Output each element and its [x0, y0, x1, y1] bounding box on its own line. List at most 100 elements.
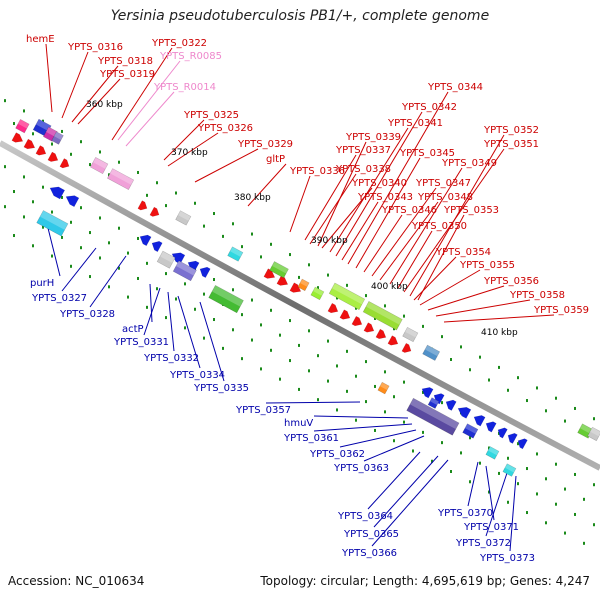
guide-dot	[593, 523, 595, 527]
cds-block	[406, 397, 460, 436]
cds-block	[172, 260, 197, 282]
guide-dot	[146, 193, 148, 197]
guide-dot	[251, 338, 253, 342]
forward-gene-arrow	[23, 138, 36, 150]
leader-line	[417, 214, 465, 301]
gene-label: YPTS_0366	[341, 548, 397, 559]
leader-line	[419, 269, 481, 306]
leader-line	[149, 283, 153, 323]
forward-gene-arrow	[327, 302, 339, 314]
cds-block	[587, 426, 600, 442]
leader-line	[367, 451, 421, 510]
guide-dot	[564, 419, 566, 423]
gene-label: YPTS_0339	[345, 132, 401, 143]
guide-dot	[469, 436, 471, 440]
gene-label: YPTS_0349	[441, 158, 497, 169]
guide-dot	[327, 339, 329, 343]
guide-dot	[99, 256, 101, 260]
guide-dot	[403, 380, 405, 384]
guide-dot	[89, 275, 91, 279]
gene-label: hemE	[26, 34, 55, 45]
guide-dot	[118, 266, 120, 270]
guide-dot	[536, 386, 538, 390]
gene-label: YPTS_0319	[99, 69, 155, 80]
guide-dot	[327, 273, 329, 277]
leader-line	[409, 134, 505, 297]
guide-dot	[289, 359, 291, 363]
leader-line	[341, 201, 379, 261]
guide-dot	[393, 327, 395, 331]
guide-dot	[469, 368, 471, 372]
gene-label: YPTS_R0085	[159, 51, 222, 62]
gene-label: YPTS_0370	[437, 508, 493, 519]
guide-dot	[213, 212, 215, 216]
kbp-tick-label: 380 kbp	[234, 193, 271, 203]
guide-dot	[80, 140, 82, 144]
leader-line	[371, 459, 449, 547]
forward-gene-arrow	[149, 206, 160, 217]
gene-features	[11, 118, 600, 477]
leader-line	[289, 175, 311, 233]
leader-line	[125, 91, 175, 147]
leader-line	[443, 314, 555, 323]
guide-dot	[4, 165, 6, 169]
forward-gene-arrow	[137, 200, 148, 211]
leader-line	[304, 154, 357, 241]
leader-line	[163, 119, 205, 161]
guide-dot	[137, 276, 139, 280]
leader-line	[355, 157, 421, 269]
gene-label: YPTS_0359	[533, 305, 589, 316]
reverse-gene-arrow	[65, 195, 80, 208]
gene-label: YPTS_0343	[357, 192, 413, 203]
guide-dot	[393, 439, 395, 443]
guide-dot	[184, 282, 186, 286]
gene-label: hmuV	[284, 418, 313, 429]
guide-dot	[32, 132, 34, 136]
guide-dot	[175, 297, 177, 301]
guide-dot	[365, 360, 367, 364]
kbp-tick-label: 410 kbp	[481, 328, 518, 338]
gene-label: YPTS_0371	[463, 522, 519, 533]
guide-dot	[431, 459, 433, 463]
guide-dot	[165, 316, 167, 320]
guide-dot	[289, 319, 291, 323]
guide-dot	[365, 400, 367, 404]
guide-dot	[165, 272, 167, 276]
guide-dot	[23, 109, 25, 113]
leader-line	[373, 455, 439, 528]
leader-line	[467, 461, 479, 507]
guide-dot	[422, 324, 424, 328]
gene-label: YPTS_0316	[67, 42, 123, 53]
gene-label: YPTS_0363	[333, 463, 389, 474]
guide-dot	[241, 313, 243, 317]
cds-block	[227, 246, 244, 262]
guide-dot	[4, 205, 6, 209]
forward-gene-arrow	[289, 282, 302, 293]
reverse-gene-arrow	[507, 432, 518, 444]
guide-dot	[70, 264, 72, 268]
guide-dot	[374, 384, 376, 388]
guide-dot	[61, 129, 63, 133]
guide-dot	[469, 480, 471, 484]
guide-dot	[498, 471, 500, 475]
gene-label: YPTS_0372	[455, 538, 511, 549]
guide-dot	[13, 122, 15, 126]
gene-label: YPTS_0336	[289, 166, 345, 177]
guide-dot	[51, 254, 53, 258]
guide-dot	[80, 246, 82, 250]
leader-line	[309, 173, 357, 245]
guide-dot	[355, 418, 357, 422]
gene-label: YPTS_0351	[483, 139, 539, 150]
forward-gene-arrow	[59, 158, 70, 169]
gene-label: YPTS_0348	[417, 192, 473, 203]
guide-dot	[270, 242, 272, 246]
reverse-gene-arrow	[457, 406, 472, 419]
guide-dot	[13, 234, 15, 238]
leader-line	[413, 256, 457, 301]
gene-label: actP	[122, 324, 144, 335]
cds-block	[362, 301, 403, 331]
guide-dot	[89, 231, 91, 235]
guide-dot	[460, 345, 462, 349]
